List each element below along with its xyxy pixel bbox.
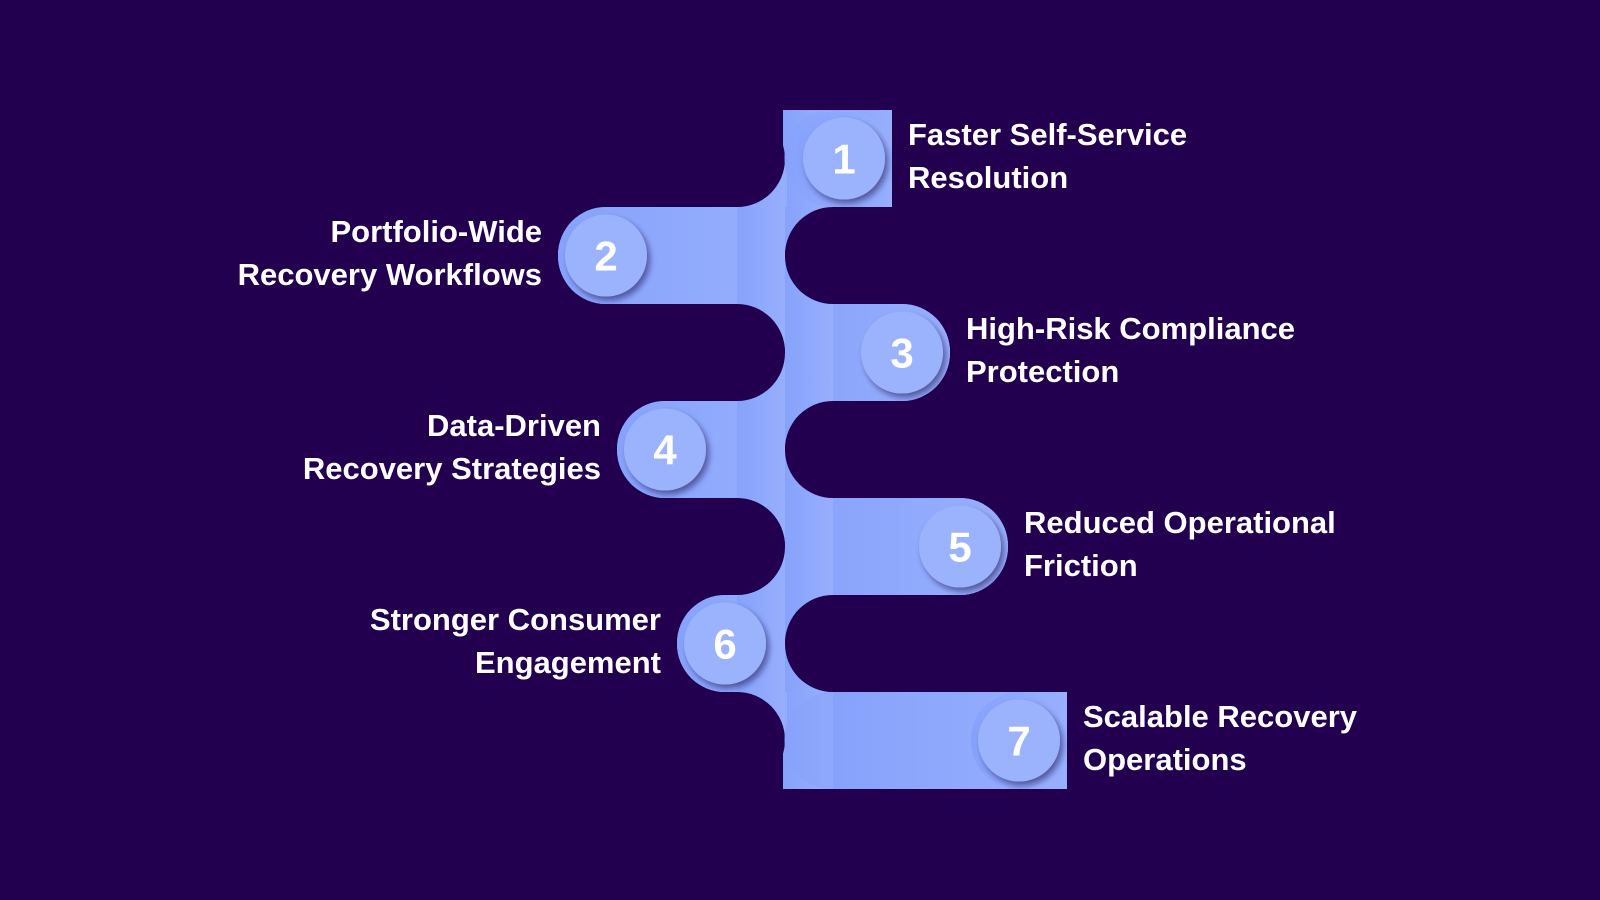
band-body-join-4 [737,401,785,498]
step-marker-4: 4 [624,408,706,491]
step-label-line1: High-Risk Compliance [966,310,1295,346]
step-circle [624,408,706,491]
step-number: 6 [713,621,736,668]
step-marker-1: 1 [803,117,885,200]
step-circle [919,505,1001,588]
step-circle [861,311,943,394]
step-label-line1: Portfolio-Wide [330,213,542,249]
step-circle [803,117,885,200]
step-marker-5: 5 [919,505,1001,588]
step-label-line2: Protection [966,353,1120,389]
path-cutout [689,692,785,788]
step-circle [565,214,647,297]
path-cutout [785,208,881,304]
step-marker-7: 7 [978,699,1060,782]
band-body-join-3 [785,304,833,401]
step-number: 4 [653,427,677,474]
path-cutout [785,596,881,692]
path-cutout [689,111,785,207]
step-label-line1: Faster Self-Service [908,116,1188,152]
step-number: 1 [832,136,855,183]
step-circle [978,699,1060,782]
step-label-line1: Reduced Operational [1024,504,1336,540]
step-number: 2 [594,233,617,280]
step-label-line2: Friction [1024,547,1138,583]
step-circle [684,602,766,685]
step-label-line1: Data-Driven [427,407,601,443]
path-cutout [785,402,881,498]
step-marker-2: 2 [565,214,647,297]
step-label-line2: Operations [1083,741,1247,777]
step-number: 5 [948,524,971,571]
step-label-line1: Stronger Consumer [369,601,661,637]
step-number: 7 [1007,718,1030,765]
band-body-join-2 [737,207,785,304]
step-label-line2: Recovery Workflows [237,256,542,292]
step-marker-3: 3 [861,311,943,394]
step-label-line2: Recovery Strategies [302,450,601,486]
band-body-join-5 [785,498,833,595]
path-cutout [689,499,785,595]
path-cutout [689,305,785,401]
step-label-line2: Engagement [474,644,661,680]
step-label-line1: Scalable Recovery [1083,698,1358,734]
step-label-line2: Resolution [908,159,1069,195]
step-number: 3 [890,330,913,377]
step-marker-6: 6 [684,602,766,685]
